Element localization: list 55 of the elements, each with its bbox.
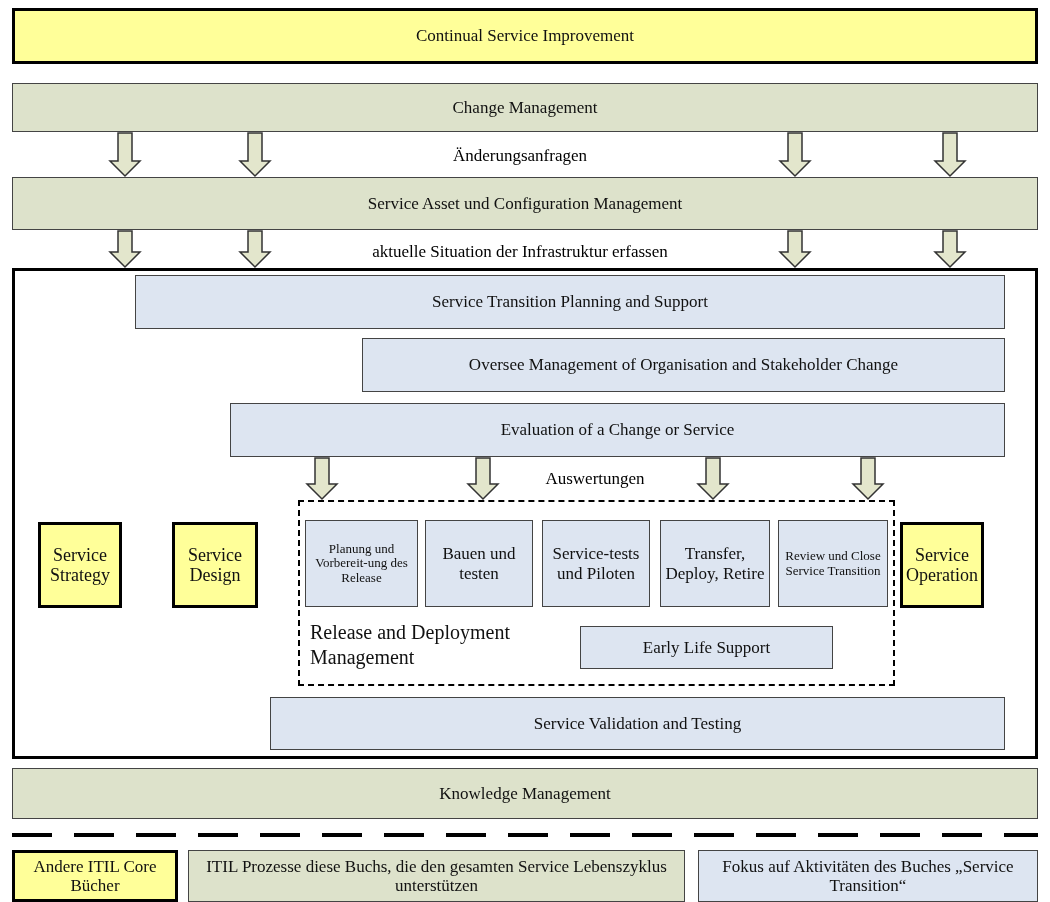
box-label: Planung und Vorbereit-ung des Release <box>314 541 409 586</box>
frame-box <box>12 268 1038 759</box>
process-box <box>12 768 1038 819</box>
box-label: Service Asset und Configuration Management <box>367 194 683 213</box>
legend-text: Andere ITIL Core Bücher <box>32 856 158 896</box>
dashed-group-box <box>298 500 895 686</box>
annotation-text: Auswertungen <box>545 469 645 489</box>
block-arrow <box>851 457 885 501</box>
box-label: Early Life Support <box>642 638 771 657</box>
process-box <box>660 520 770 607</box>
process-box <box>425 520 533 607</box>
process-box <box>12 177 1038 230</box>
box-label: Oversee Management of Organisation and Stakeholder Change <box>468 355 899 375</box>
box-label: Bauen und testen <box>441 544 517 583</box>
block-arrow <box>238 230 272 269</box>
legend-text: Fokus auf Aktivitäten des Buches „Service Transition“ <box>721 856 1015 896</box>
process-box <box>12 83 1038 132</box>
process-box <box>230 403 1005 457</box>
block-arrow <box>933 230 967 269</box>
process-box <box>900 522 984 608</box>
block-arrow <box>778 132 812 178</box>
block-arrow <box>238 132 272 178</box>
block-arrow <box>108 230 142 269</box>
process-box <box>362 338 1005 392</box>
box-label: Evaluation of a Change or Service <box>500 420 735 440</box>
annotation-text: aktuelle Situation der Infrastruktur erfassen <box>372 242 668 262</box>
box-label: Service Strategy <box>49 544 111 586</box>
group-title: Release and Deployment Management <box>310 620 511 670</box>
process-box <box>580 626 833 669</box>
process-box <box>270 697 1005 750</box>
process-box <box>542 520 650 607</box>
box-label: Service Validation and Testing <box>533 714 742 733</box>
block-arrow <box>696 457 730 501</box>
box-label: Knowledge Management <box>439 784 611 803</box>
block-arrow <box>305 457 339 501</box>
process-box <box>778 520 888 607</box>
block-arrow <box>778 230 812 269</box>
box-label: Service Operation <box>905 544 979 586</box>
box-label: Review und Close Service Transition <box>784 548 882 579</box>
legend-text: ITIL Prozesse diese Buchs, die den gesamten Service Lebenszyklus unterstützen <box>205 856 668 896</box>
process-box <box>172 522 258 608</box>
block-arrow <box>108 132 142 178</box>
block-arrow <box>466 457 500 501</box>
box-label: Transfer, Deploy, Retire <box>664 544 766 583</box>
process-box <box>38 522 122 608</box>
box-label: Service Transition Planning and Support <box>432 292 708 312</box>
process-box <box>12 8 1038 64</box>
process-box <box>305 520 418 607</box>
annotation-text: Änderungsanfragen <box>452 146 588 166</box>
box-label: Service-tests und Piloten <box>551 544 641 583</box>
block-arrow <box>933 132 967 178</box>
process-box <box>135 275 1005 329</box>
box-label: Service Design <box>187 544 243 586</box>
box-label: Change Management <box>452 98 598 117</box>
box-label: Continual Service Improvement <box>415 26 635 46</box>
